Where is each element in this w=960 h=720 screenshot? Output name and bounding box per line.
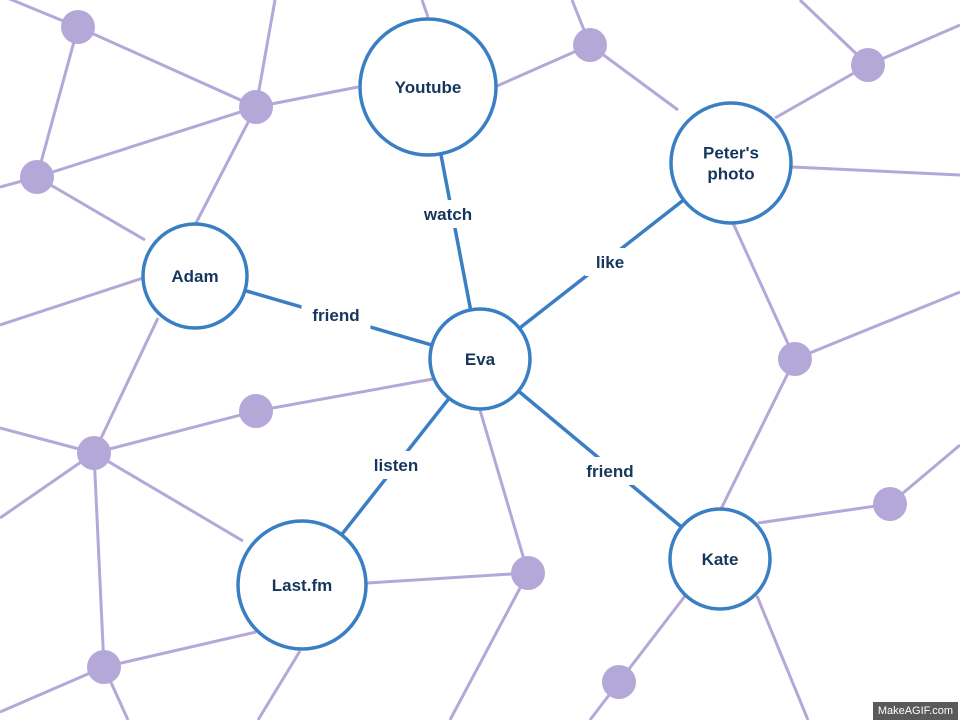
node-label: Kate xyxy=(702,550,739,569)
background-dot xyxy=(602,665,636,699)
edge-label-listen-lastfm: listen xyxy=(361,451,431,479)
background-dot xyxy=(573,28,607,62)
background-edge xyxy=(77,25,257,109)
node-kate: Kate xyxy=(668,507,772,611)
background-dot xyxy=(61,10,95,44)
node-lastfm: Last.fm xyxy=(236,519,368,651)
background-edge xyxy=(0,276,144,327)
node-circle xyxy=(428,307,532,411)
node-circle xyxy=(141,222,249,330)
node-youtube: Youtube xyxy=(358,17,498,157)
node-circle xyxy=(236,519,368,651)
edge-label-text: watch xyxy=(423,205,472,224)
edge-label-background xyxy=(301,301,371,329)
background-edge xyxy=(757,502,891,525)
background-edge xyxy=(193,106,258,226)
background-edge xyxy=(589,43,679,112)
edge-label-friend-adam: friend xyxy=(301,301,371,329)
node-label: Adam xyxy=(171,267,218,286)
background-dot xyxy=(511,556,545,590)
background-dot xyxy=(87,650,121,684)
background-edge xyxy=(366,571,529,585)
background-edge xyxy=(35,26,80,178)
background-dot xyxy=(851,48,885,82)
background-edge xyxy=(93,451,244,543)
background-edge xyxy=(478,409,530,574)
background-edge xyxy=(255,85,359,109)
node-eva: Eva xyxy=(428,307,532,411)
background-dot xyxy=(873,487,907,521)
node-adam: Adam xyxy=(141,222,249,330)
background-edge xyxy=(36,105,257,179)
background-dot xyxy=(77,436,111,470)
node-circle xyxy=(669,101,793,225)
background-edge xyxy=(420,0,430,18)
background-edge xyxy=(92,452,106,668)
edge-label-friend-kate: friend xyxy=(575,457,645,485)
watermark-badge: MakeAGIF.com xyxy=(872,702,958,720)
background-edge xyxy=(617,595,687,683)
node-label: Eva xyxy=(465,350,496,369)
node-circle xyxy=(358,17,498,157)
background-edge xyxy=(755,595,810,720)
background-edge xyxy=(719,358,797,510)
edge-label-watch-youtube: watch xyxy=(418,200,478,228)
background-edge xyxy=(255,377,434,413)
background-dot xyxy=(20,160,54,194)
background-edge xyxy=(93,409,257,455)
edge-label-text: listen xyxy=(374,456,418,475)
node-label: Youtube xyxy=(395,78,462,97)
background-edge xyxy=(103,630,257,669)
background-edge xyxy=(0,665,105,714)
background-dot xyxy=(239,90,273,124)
edge-label-text: like xyxy=(596,253,624,272)
background-edge xyxy=(256,650,302,720)
edge-label-like-peters_photo: like xyxy=(585,248,635,276)
node-label: Last.fm xyxy=(272,576,332,595)
background-dot xyxy=(239,394,273,428)
background-edge xyxy=(794,290,960,361)
background-edge xyxy=(774,63,869,120)
background-edge xyxy=(791,165,960,177)
edge-label-text: friend xyxy=(586,462,633,481)
background-edge xyxy=(254,0,277,108)
background-edge xyxy=(36,175,146,242)
edge-label-background xyxy=(418,200,478,228)
edge-label-text: friend xyxy=(312,306,359,325)
node-circle xyxy=(668,507,772,611)
background-edge xyxy=(448,572,530,720)
edge-label-background xyxy=(575,457,645,485)
background-edge xyxy=(92,317,160,454)
background-dot xyxy=(778,342,812,376)
background-edge xyxy=(0,451,95,520)
relationship-labels: watch like friend listen friend xyxy=(301,200,645,485)
background-network-dots xyxy=(20,10,907,699)
edge-label-background xyxy=(585,248,635,276)
edge-eva-youtube xyxy=(439,153,473,311)
background-edge xyxy=(731,222,797,360)
edge-label-background xyxy=(361,451,431,479)
